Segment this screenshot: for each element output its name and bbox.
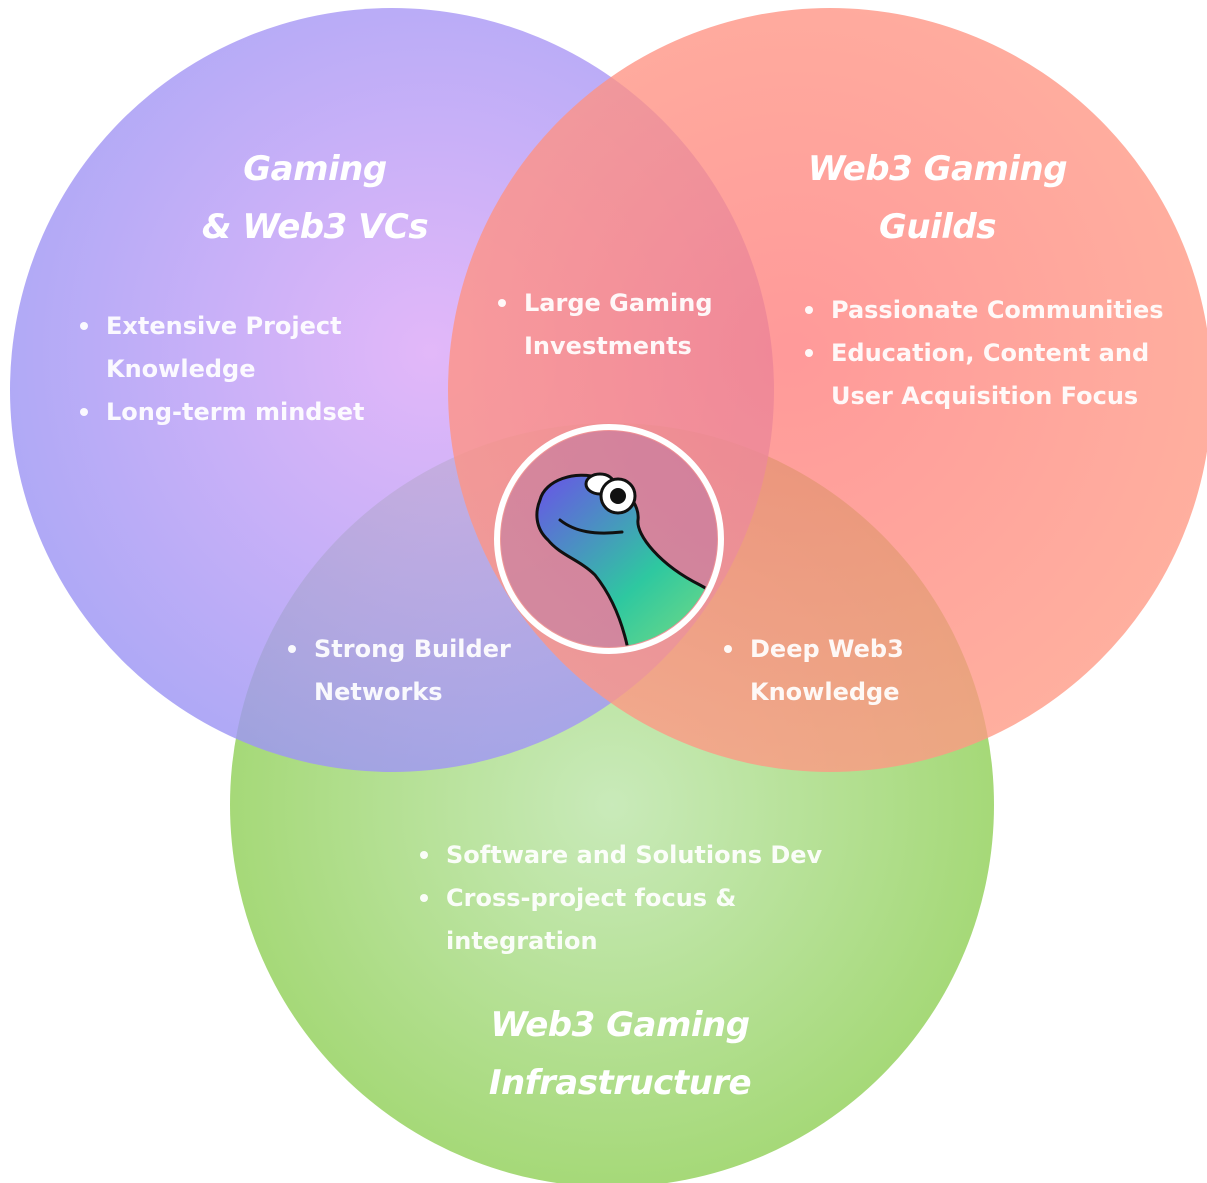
gecko-mascot-icon — [535, 472, 717, 647]
guilds-circle — [448, 8, 1207, 772]
center-logo — [494, 424, 724, 654]
